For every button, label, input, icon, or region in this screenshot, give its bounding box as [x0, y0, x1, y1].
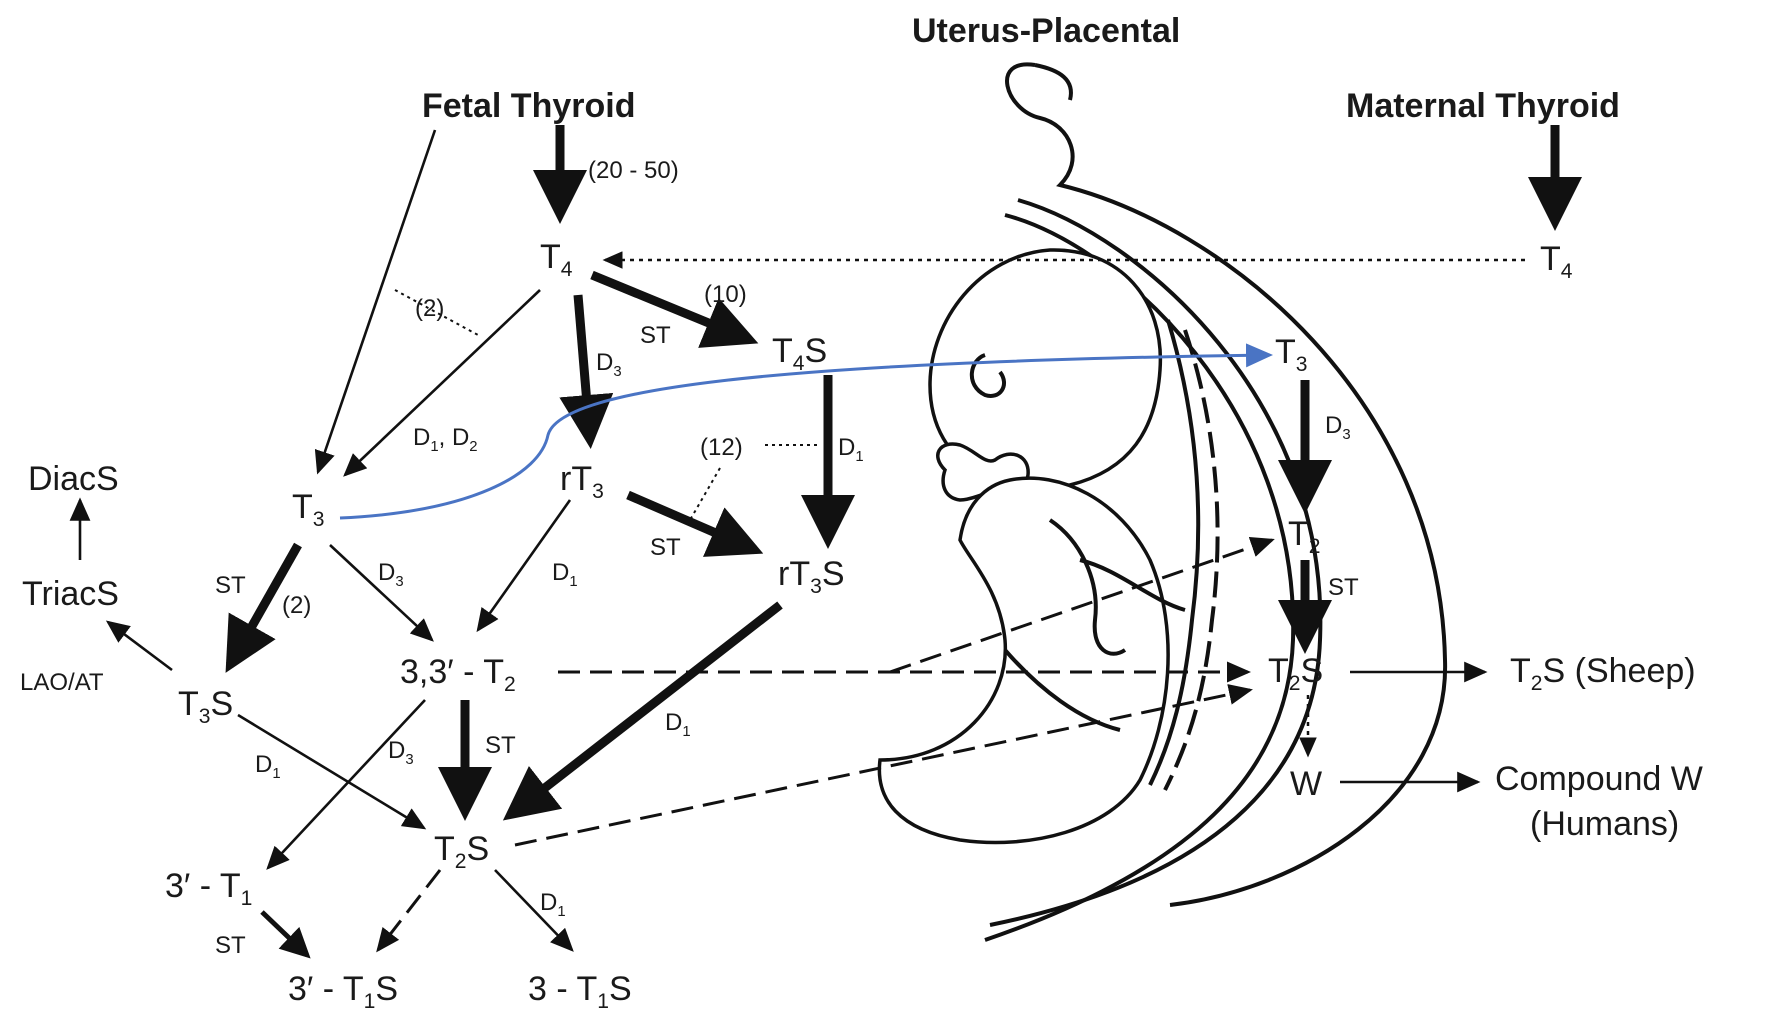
- umbilical-cord: [1079, 558, 1186, 612]
- maternal-t4-node: T4: [1540, 240, 1573, 283]
- rt3s-node: rT3S: [778, 555, 845, 598]
- d1-label-rt3s: D1: [665, 709, 691, 740]
- fetus-leg: [1003, 648, 1121, 732]
- d3-label-placenta: D3: [1325, 412, 1351, 443]
- arrow-t2-to-t1: [266, 699, 426, 870]
- placental-t2-node: T2: [1288, 515, 1321, 558]
- d3-label-t4: D3: [596, 349, 622, 380]
- arrow-t4-to-t4s: [590, 270, 759, 348]
- t2s-sheep-node: T2S (Sheep): [1510, 652, 1696, 695]
- rate-label-12: (12): [700, 434, 743, 461]
- t3s-node: T3S: [178, 685, 233, 728]
- arrow-t2s-to-3p-t1s: [376, 869, 442, 953]
- d3-label-t2: D3: [388, 737, 414, 768]
- arrow-t4-to-t3: [343, 289, 541, 477]
- fetus-body: [877, 476, 1170, 845]
- arrow-t3s-to-triacs: [105, 620, 173, 672]
- uterus-placental-title: Uterus-Placental: [912, 12, 1180, 50]
- uterus-outer-wall: [1005, 62, 1448, 907]
- t4s-node: T4S: [772, 332, 827, 375]
- lao-at-label: LAO/AT: [20, 669, 104, 696]
- t1-3p-node: 3′ - T1: [165, 867, 252, 910]
- arrow-rt3s-to-t2s: [502, 601, 783, 821]
- uterus-fetus-illustration: [877, 62, 1448, 942]
- st-label-placenta: ST: [1328, 574, 1359, 601]
- fetal-t3-node: T3: [292, 488, 325, 531]
- arrow-t2s-to-3-t1s: [494, 869, 574, 952]
- st-label-t2: ST: [485, 732, 516, 759]
- arrow-fetal-t2s-to-placental-t2s: [514, 684, 1253, 847]
- d1-label-t2s: D1: [540, 889, 566, 920]
- triacs-node: TriacS: [22, 575, 119, 613]
- arrow-t3-to-t2: [329, 544, 434, 642]
- arrow-t3s-to-t2s: [237, 713, 427, 830]
- arrow-t3-to-t3s: [225, 542, 302, 673]
- fetal-t4-node: T4: [540, 238, 573, 281]
- pointer-rate-12-d: [689, 467, 721, 521]
- maternal-thyroid-title: Maternal Thyroid: [1346, 87, 1620, 125]
- arrow-fetal-t3-to-placental-t3: [339, 343, 1273, 520]
- d1-label-t4s: D1: [838, 434, 864, 465]
- arrows: [69, 125, 1582, 959]
- st-label-rt3: ST: [650, 534, 681, 561]
- placental-t2s-node: T2S: [1268, 652, 1323, 695]
- uterus-top-bulge: [1034, 63, 1073, 101]
- arrow-rt3-to-rt3s: [626, 490, 764, 557]
- rate-label-2-a: (2): [415, 295, 444, 322]
- pointer-rate-2: [394, 289, 479, 336]
- d1d2-label: D1, D2: [413, 424, 478, 455]
- d3-label-t3: D3: [378, 559, 404, 590]
- fetal-t2s-node: T2S: [434, 830, 489, 873]
- compound-w-node: Compound W: [1495, 760, 1703, 798]
- t1s-3p-node: 3′ - T1S: [288, 970, 398, 1013]
- st-label-t3: ST: [215, 572, 246, 599]
- arrow-fetal-thyroid-to-t3: [314, 129, 437, 475]
- arrow-to-placental-t2: [889, 536, 1275, 674]
- st-label-t1: ST: [215, 932, 246, 959]
- diacs-node: DiacS: [28, 460, 119, 498]
- rate-label-2-b: (2): [282, 592, 311, 619]
- rate-label-10: (10): [704, 281, 747, 308]
- arrow-rt3-to-t2: [476, 499, 572, 633]
- placenta-wall: [1163, 329, 1220, 791]
- fetal-thyroid-title: Fetal Thyroid: [422, 87, 635, 125]
- t2-33-node: 3,3′ - T2: [400, 653, 516, 696]
- arrow-t1-to-t1s: [260, 910, 311, 959]
- rate-label-20-50: (20 - 50): [588, 157, 679, 184]
- d1-label-rt3: D1: [552, 559, 578, 590]
- t1s-3-node: 3 - T1S: [528, 970, 632, 1013]
- placenta-wall-2: [1148, 319, 1201, 786]
- compound-w-humans: (Humans): [1530, 805, 1679, 843]
- arrow-t4-to-rt3: [559, 294, 614, 449]
- st-label-t4: ST: [640, 322, 671, 349]
- placental-t3-node: T3: [1275, 333, 1308, 376]
- d1-label-t3s: D1: [255, 751, 281, 782]
- rt3-node: rT3: [560, 460, 604, 503]
- fetus-arm: [1048, 518, 1127, 656]
- w-node: W: [1290, 765, 1322, 803]
